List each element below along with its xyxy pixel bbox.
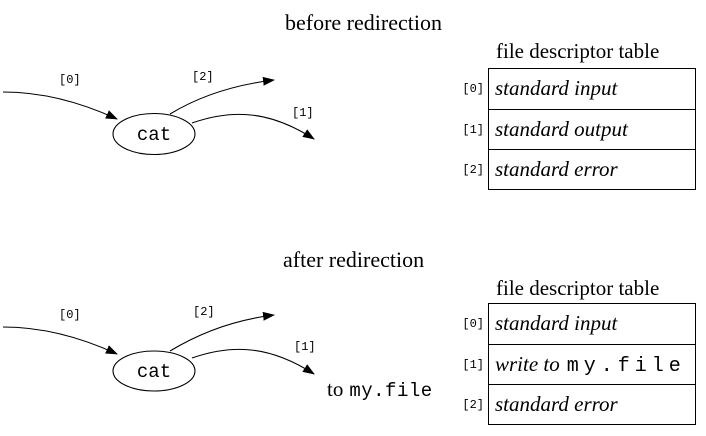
before-fd-table: [0] standard input [1] standard output [… — [462, 68, 696, 191]
after-fd-table: [0] standard input [1] write to my.file [… — [462, 303, 696, 426]
fd-cell-text: standard input — [495, 76, 618, 100]
fd-row: [1] write to my.file — [462, 344, 695, 386]
fd-index: [2] — [462, 162, 484, 177]
after-process-name: cat — [136, 361, 172, 383]
fd-index: [1] — [462, 122, 484, 137]
fd-cell-text: write to — [495, 352, 560, 376]
annotation-prefix: to — [327, 377, 344, 401]
fd-cell: standard output — [489, 110, 695, 151]
fd-cell-mono: my.file — [566, 355, 686, 378]
fd-cell: standard error — [489, 150, 695, 191]
after-stderr-arrow-label: [2] — [193, 305, 215, 319]
after-table-heading: file descriptor table — [496, 276, 660, 300]
fd-cell-text: standard error — [495, 392, 618, 416]
before-process-ellipse — [112, 112, 196, 156]
before-stdin-arrow-label: [0] — [59, 73, 81, 87]
fd-cell-text: standard error — [495, 157, 618, 181]
fd-row: [2] standard error — [462, 384, 695, 426]
fd-cell: standard input — [489, 304, 695, 345]
fd-cell: standard input — [489, 69, 695, 110]
after-process-ellipse — [112, 350, 196, 392]
annotation-filename: my.file — [349, 380, 433, 402]
fd-cell-text: standard input — [495, 311, 618, 335]
after-stdin-arrow-label: [0] — [59, 308, 81, 322]
fd-index: [1] — [462, 357, 484, 372]
fd-index: [2] — [462, 397, 484, 412]
after-stdout-arrow — [191, 348, 315, 375]
fd-index: [0] — [462, 82, 484, 96]
before-stdin-arrow — [2, 91, 118, 120]
before-stdout-arrow — [191, 113, 315, 140]
fd-cell: standard error — [489, 385, 695, 426]
before-stderr-arrow-label: [2] — [192, 70, 214, 84]
after-stdin-arrow — [2, 326, 118, 355]
after-section-title: after redirection — [283, 247, 425, 272]
fd-index: [0] — [462, 317, 484, 331]
before-stderr-arrow — [169, 76, 275, 115]
before-section-title: before redirection — [285, 10, 442, 35]
fd-cell-text: standard output — [495, 117, 628, 141]
after-stdout-arrow-label: [1] — [294, 340, 316, 354]
fd-cell: write to my.file — [489, 345, 695, 386]
fd-row: [2] standard error — [462, 149, 695, 191]
after-stderr-arrow — [169, 311, 275, 352]
before-process-name: cat — [136, 124, 172, 146]
before-stdout-arrow-label: [1] — [292, 106, 314, 120]
before-table-heading: file descriptor table — [496, 39, 660, 63]
fd-row: [0] standard input — [462, 304, 695, 345]
fd-row: [1] standard output — [462, 109, 695, 151]
fd-row: [0] standard input — [462, 69, 695, 110]
